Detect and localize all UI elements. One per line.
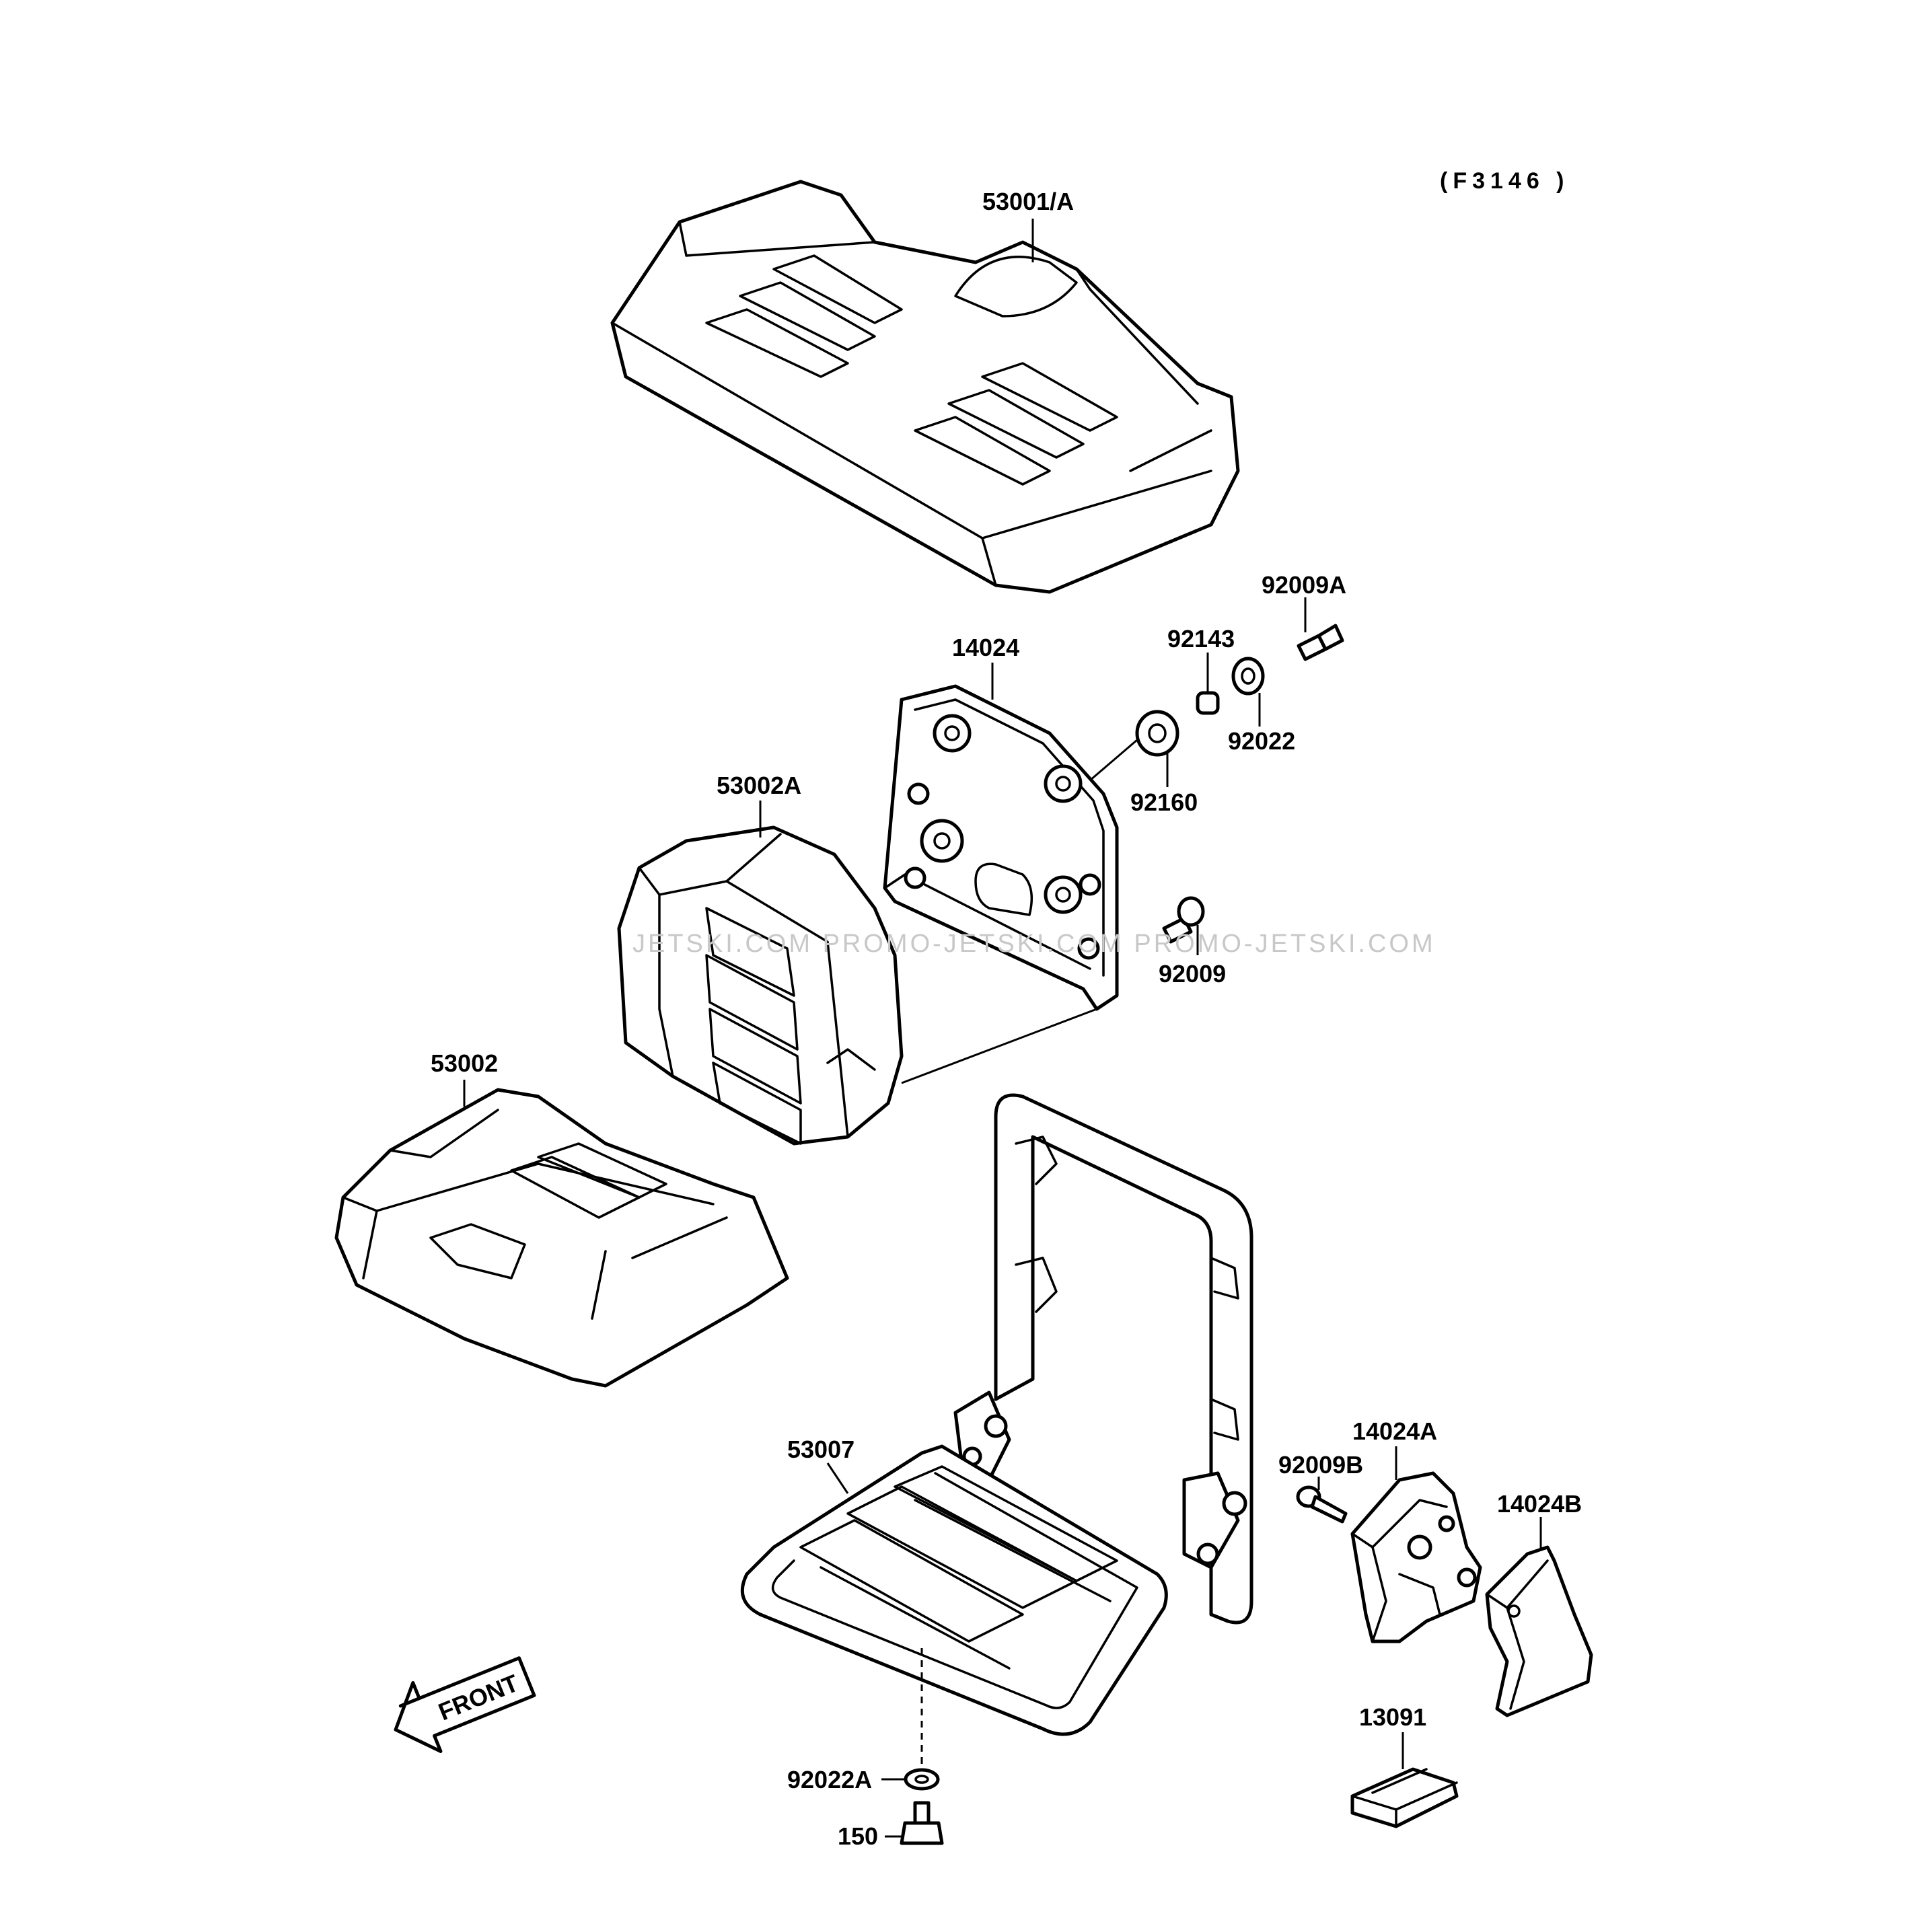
label-92009b: 92009B [1278, 1451, 1363, 1479]
label-92143: 92143 [1167, 625, 1235, 653]
label-92009a: 92009A [1262, 571, 1346, 599]
label-53002a: 53002A [717, 772, 801, 799]
label-53007: 53007 [787, 1436, 854, 1463]
label-92160: 92160 [1130, 788, 1198, 816]
collar-92143 [1196, 691, 1220, 715]
cover-14024b [1485, 1545, 1593, 1717]
label-53002: 53002 [431, 1049, 498, 1077]
label-92009: 92009 [1159, 960, 1226, 988]
front-arrow: FRONT [394, 1656, 536, 1753]
bolt-92009 [1162, 896, 1205, 944]
damper-92160 [1135, 710, 1179, 757]
diagram-code: (F3146 ) [1440, 168, 1570, 194]
label-14024: 14024 [952, 634, 1019, 661]
label-92022: 92022 [1228, 727, 1295, 755]
label-14024b: 14024B [1497, 1490, 1582, 1518]
seat-cushion-53002 [334, 1088, 789, 1388]
bolt-150 [900, 1801, 944, 1845]
slider-13091 [1350, 1767, 1459, 1828]
backrest-53002a [617, 825, 904, 1146]
label-150: 150 [838, 1822, 878, 1850]
bracket-14024a [1350, 1471, 1482, 1643]
label-14024a: 14024A [1352, 1417, 1437, 1445]
seat-frame-53007 [740, 1093, 1253, 1736]
bolt-92009a [1297, 624, 1344, 661]
label-13091: 13091 [1359, 1703, 1426, 1731]
label-53001a: 53001/A [982, 188, 1074, 215]
label-92022a: 92022A [787, 1766, 872, 1793]
screw-92009b [1296, 1485, 1348, 1524]
washer-92022 [1231, 657, 1265, 696]
washer-92022a [904, 1768, 940, 1791]
watermark: JETSKI.COM PROMO-JETSKI.COM PROMO-JETSKI… [632, 930, 1436, 958]
seat-cushion-53001a [610, 180, 1240, 594]
back-plate-14024 [883, 684, 1119, 1011]
